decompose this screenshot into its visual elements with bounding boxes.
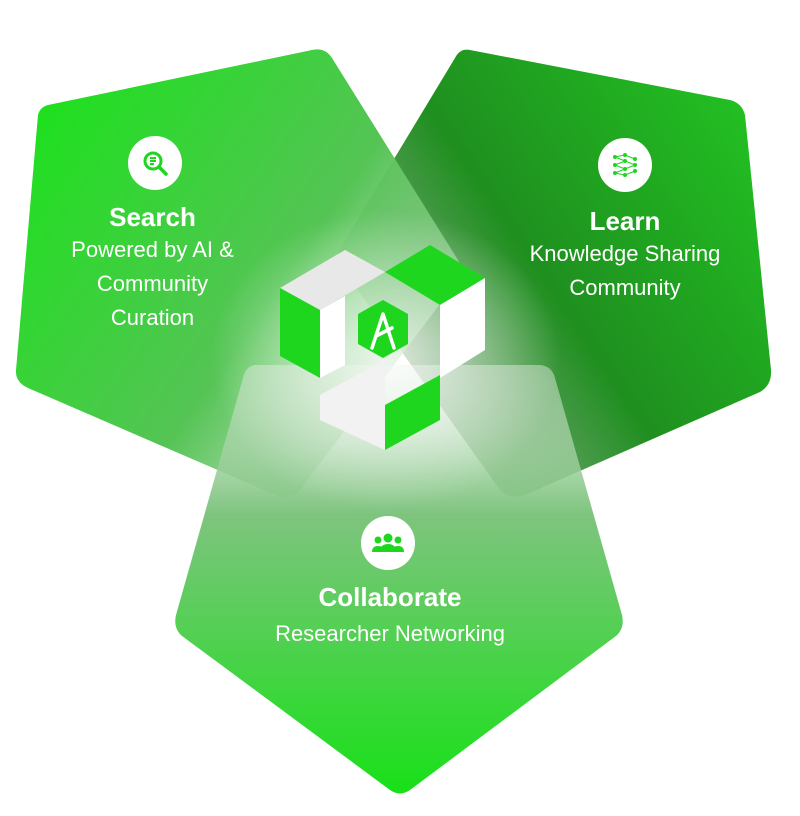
cube-logo: [280, 245, 485, 450]
collaborate-title: Collaborate: [318, 582, 462, 612]
search-icon: [143, 151, 168, 176]
search-text: Search Powered by AI & Community Curatio…: [30, 201, 275, 335]
search-line-1: Powered by AI &: [71, 237, 234, 262]
people-icon: [372, 533, 404, 552]
learn-title: Learn: [589, 206, 661, 236]
learn-line-2: Community: [569, 275, 681, 300]
search-icon-badge: [128, 136, 182, 190]
learn-text: Learn Knowledge Sharing Community: [500, 205, 750, 305]
collaborate-icon-badge: [361, 516, 415, 570]
search-line-3: Curation: [110, 305, 195, 330]
search-line-2: Community: [96, 271, 209, 296]
network-icon: [613, 153, 637, 177]
learn-icon-badge: [598, 138, 652, 192]
logo-hexagon: [358, 300, 408, 358]
search-title: Search: [109, 202, 196, 232]
learn-line-1: Knowledge Sharing: [529, 241, 721, 266]
collaborate-line-1: Researcher Networking: [275, 621, 505, 646]
collaborate-text: Collaborate Researcher Networking: [230, 581, 550, 651]
